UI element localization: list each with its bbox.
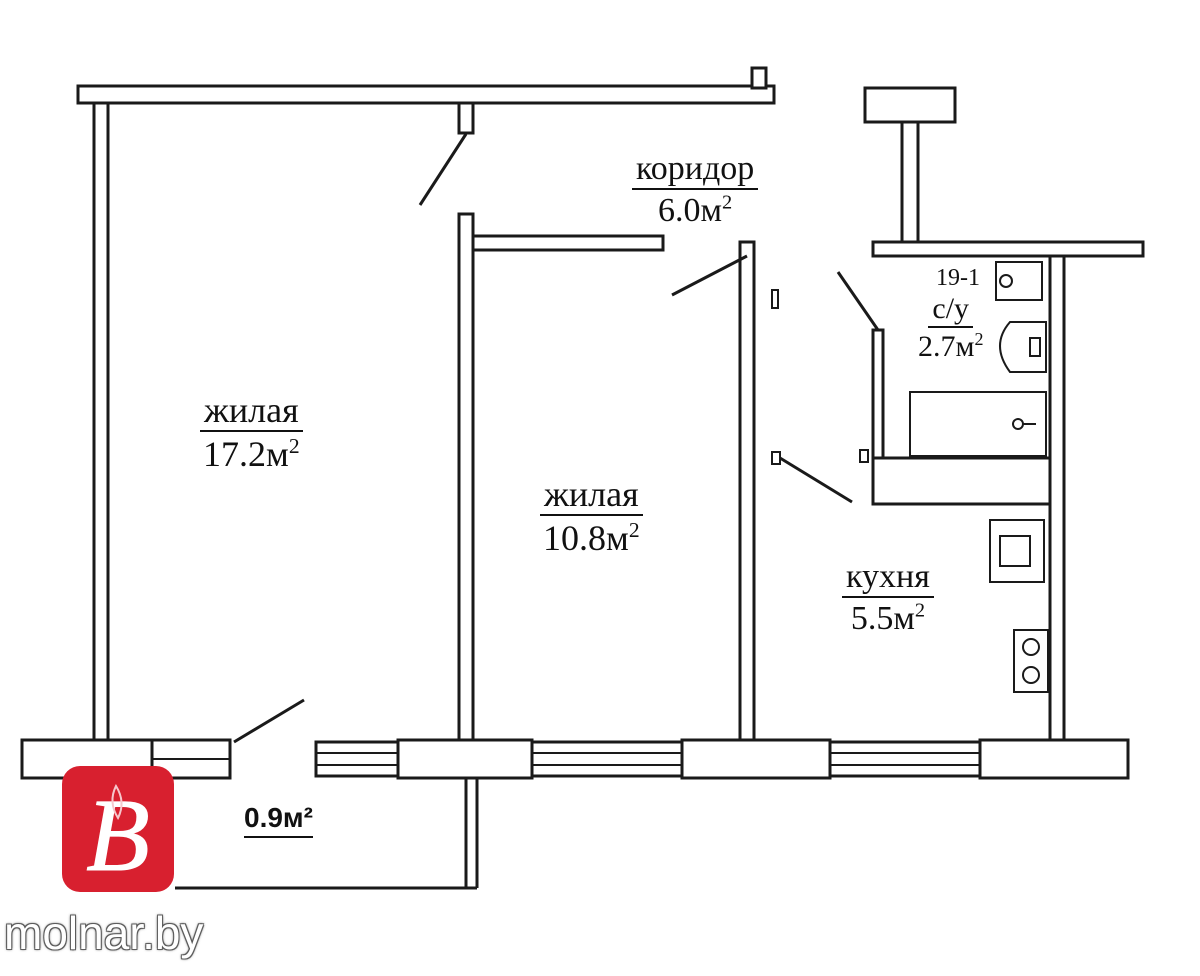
top-wall-stub [750,66,768,90]
bathroom-fixtures [909,261,1047,457]
wall-between-rooms [457,212,475,744]
wall-room2-top [471,234,665,252]
room-name: жилая [200,392,303,432]
window-glazing [152,752,980,766]
door-jambs [771,289,869,465]
unit-tag: 19-1 [936,265,980,291]
window-2 [530,740,684,778]
room-area: 17.2м [203,434,289,474]
bottom-wall-pier-3 [978,738,1130,780]
window-3 [828,740,982,778]
walls [20,66,1145,780]
top-wall-right-box [863,86,957,124]
bottom-wall-pier-1 [396,738,534,780]
room-area: 2.7м [918,330,975,363]
left-wall [92,101,110,743]
butterfly-icon [111,783,123,821]
room-corridor-label: коридор 6.0м2 [632,152,759,229]
right-outer-wall [1048,254,1066,744]
logo-letter: B [86,778,150,892]
room-name: кухня [842,560,934,598]
room-living-2-label: жилая 10.8м2 [540,476,643,556]
room-living-1-label: жилая 17.2м2 [200,392,303,472]
kitchen-fixtures [989,519,1049,693]
bathroom-top-wall [871,240,1145,258]
room-area: 5.5м [850,600,915,637]
door-swings [233,133,880,744]
brand-site: molnar.by [4,907,204,959]
vertical-wall-right [900,120,920,246]
room-name: жилая [540,476,643,516]
room-name: с/у [928,294,974,328]
brand-logo: B [62,766,174,892]
wall-room2-kitchen [738,240,756,744]
top-wall-left [76,84,776,105]
bottom-wall-pier-2 [680,738,832,780]
room-kitchen-label: кухня 5.5м2 [842,560,934,636]
partition-stub-top [457,101,475,135]
room-name: коридор [632,152,759,190]
room-area: 10.8м [543,518,629,558]
room-area: 6.0м [658,192,723,229]
window-1 [314,740,402,778]
balcony-outline [175,778,479,890]
bathroom-left-wall [871,328,885,460]
toilet-bowl [999,321,1047,373]
bathroom-bottom-wall [871,456,1053,506]
room-bathroom-label: с/у 2.7м2 [918,292,984,363]
balcony-area-label: 0.9м² [244,802,313,838]
